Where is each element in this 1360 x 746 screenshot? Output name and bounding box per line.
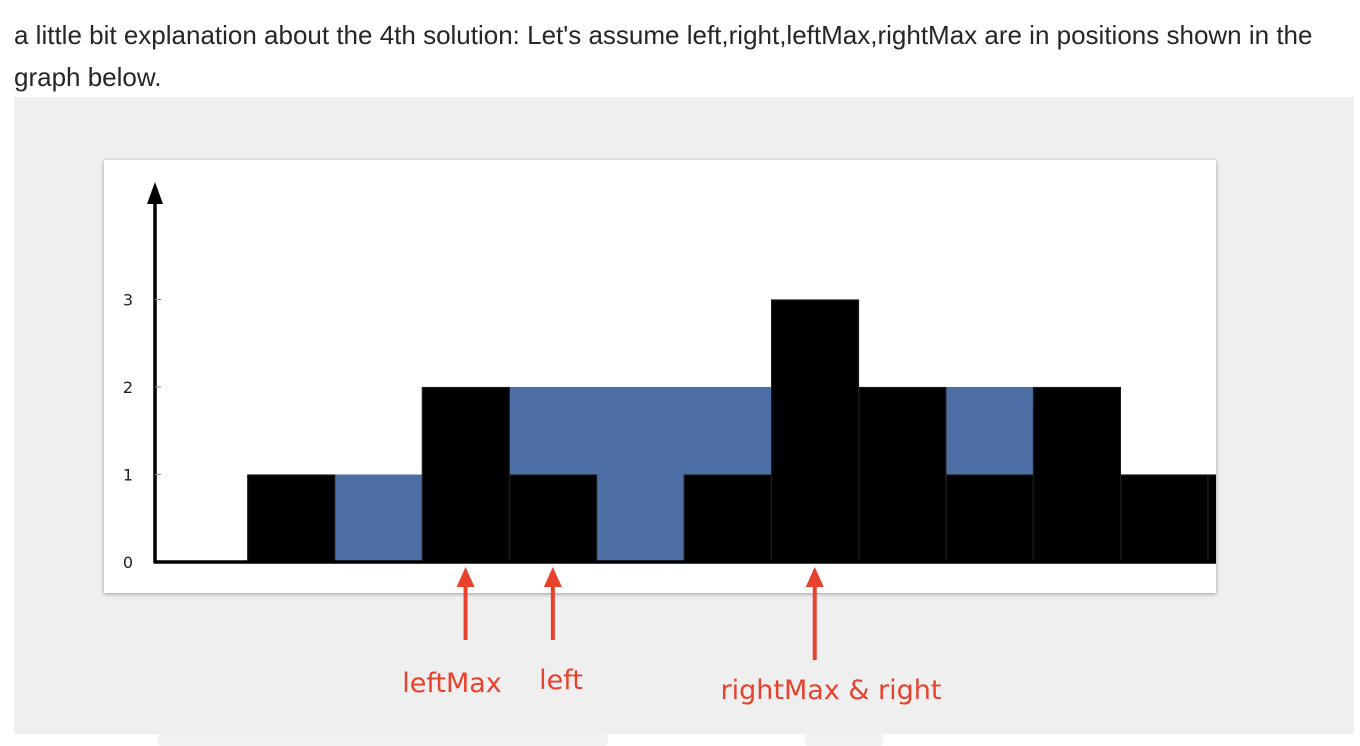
chart-card: 0 1 2 3 — [104, 160, 1216, 593]
elevation-bar — [1120, 474, 1209, 562]
post-text: a little bit explanation about the 4th s… — [14, 20, 1313, 92]
elevation-bar — [1033, 387, 1121, 562]
elevation-bar — [683, 474, 772, 562]
water-bar — [596, 387, 685, 562]
water-bar — [945, 387, 1034, 475]
elevation-bar — [1207, 474, 1216, 562]
elevation-bar — [247, 474, 336, 562]
inline-code-strip — [805, 734, 883, 746]
inline-code-strip — [158, 734, 608, 746]
elevation-bar — [509, 474, 598, 562]
y-tick-label: 1 — [123, 466, 133, 485]
trapping-rain-water-chart: 0 1 2 3 — [123, 182, 1216, 572]
y-tick-label: 3 — [123, 291, 133, 310]
elevation-bar — [858, 387, 947, 562]
y-axis-arrow-icon — [147, 182, 163, 204]
water-bar — [509, 387, 598, 475]
water-bar — [334, 474, 423, 562]
elevation-bar — [945, 474, 1034, 562]
y-tick-label: 2 — [123, 378, 133, 397]
y-tick-label: 0 — [123, 553, 133, 572]
elevation-bar — [421, 387, 510, 562]
elevation-bar-outline — [1207, 474, 1216, 563]
water-bar — [683, 387, 772, 475]
elevation-bar — [771, 299, 859, 562]
